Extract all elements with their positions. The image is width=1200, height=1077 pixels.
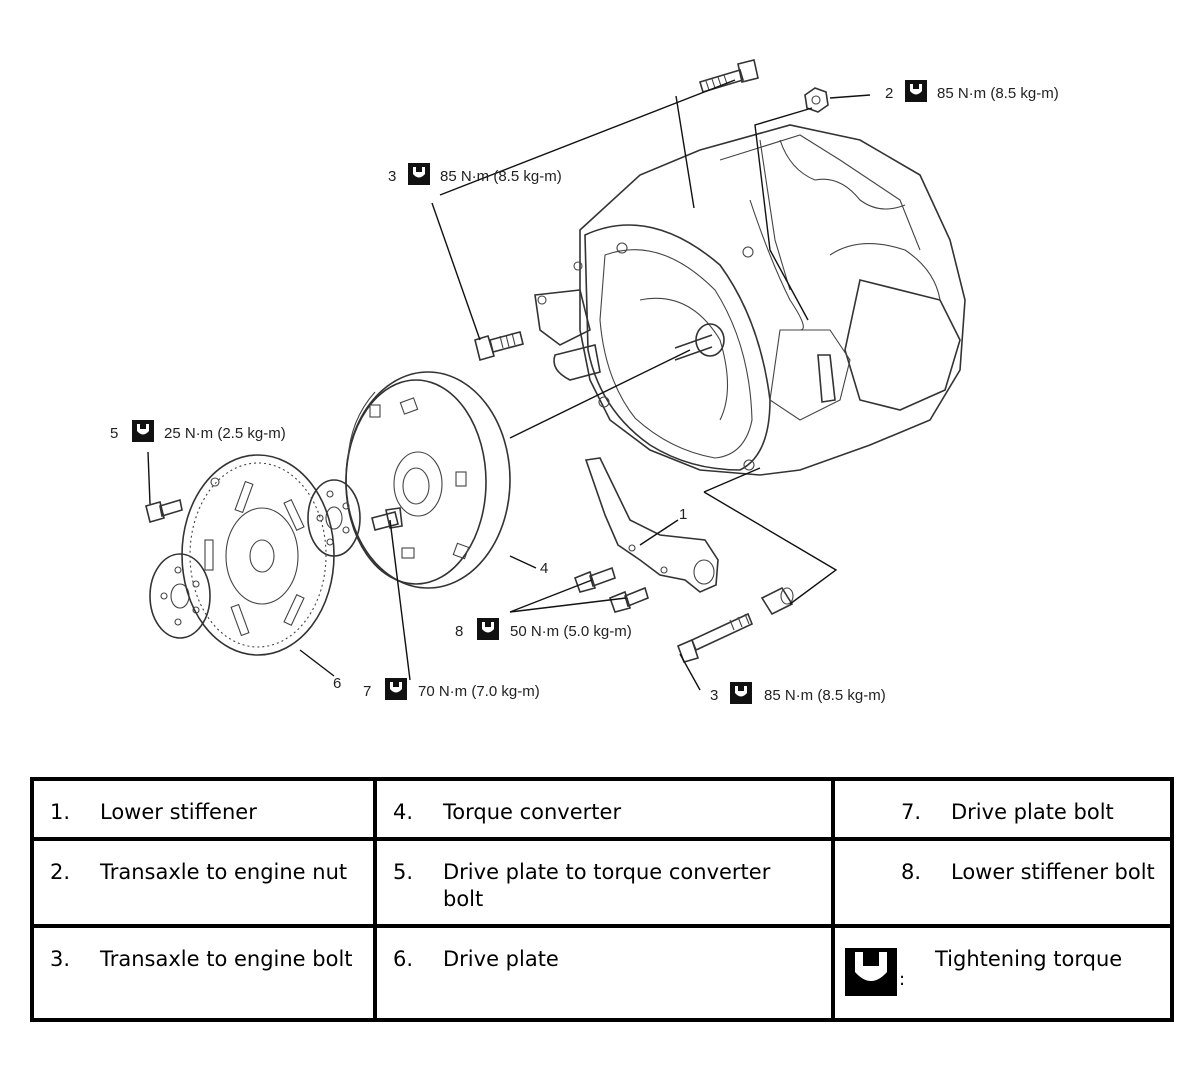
side-transaxle-bolt [474,331,524,361]
callout-number: 8 [455,623,463,640]
torque-wrench-icon [905,80,927,102]
part-number-1: 1 [679,506,687,523]
torque-converter [345,371,511,589]
torque-wrench-icon [408,163,430,185]
callout-3-upper: 3 85 N·m (8.5 kg-m) [388,163,562,185]
legend-cell: 7. Drive plate bolt [831,777,1174,841]
torque-wrench-icon [845,948,897,996]
callout-number: 3 [710,687,718,704]
legend-label: Transaxle to engine bolt [100,947,353,971]
torque-wrench-icon [385,678,407,700]
legend-label: Torque converter [443,800,622,824]
legend-number: 8. [901,860,922,884]
torque-value: 70 N·m (7.0 kg-m) [418,683,540,700]
drive-plate-bolt [371,507,403,531]
torque-wrench-icon [730,682,752,704]
lower-stiffener-bolts [573,566,649,613]
dowel-pin [760,586,794,616]
torque-wrench-icon [477,618,499,640]
legend-number: 5. [393,860,414,884]
torque-value: 25 N·m (2.5 kg-m) [164,425,286,442]
legend-cell: 4. Torque converter [373,777,835,841]
exploded-view-diagram: 2 85 N·m (8.5 kg-m) 3 85 N·m (8.5 kg-m) … [110,59,1059,704]
transaxle-nut [804,87,829,113]
callout-number: 2 [885,85,893,102]
legend-cell: 5. Drive plate to torque converter bolt [373,837,835,928]
callout-3-lower: 3 85 N·m (8.5 kg-m) [710,682,886,704]
legend-number: 6. [393,947,414,971]
callout-7: 7 70 N·m (7.0 kg-m) [363,678,540,700]
legend-number: 7. [901,800,922,824]
legend-cell: 2. Transaxle to engine nut [30,837,377,928]
legend-cell: 6. Drive plate [373,924,835,1022]
drive-plate [181,454,335,656]
part-number-4: 4 [540,560,548,577]
legend-cell: 8. Lower stiffener bolt [831,837,1174,928]
legend-colon: : [899,969,906,990]
legend-cell: : Tightening torque [831,924,1174,1022]
callout-number: 5 [110,425,118,442]
torque-value: 85 N·m (8.5 kg-m) [764,687,886,704]
callout-8: 8 50 N·m (5.0 kg-m) [455,618,632,640]
callout-2: 2 85 N·m (8.5 kg-m) [885,80,1059,102]
leader-lines [147,79,871,691]
legend-label: Drive plate [443,947,559,971]
callout-number: 3 [388,168,396,185]
torque-value: 50 N·m (5.0 kg-m) [510,623,632,640]
torque-value: 85 N·m (8.5 kg-m) [937,85,1059,102]
lower-stiffener [584,457,719,593]
legend-label: Lower stiffener bolt [951,860,1155,884]
legend-number: 3. [50,947,71,971]
part-number-6: 6 [333,675,341,692]
drive-plate-converter-bolt [145,498,183,523]
legend-table: 1. Lower stiffener 4. Torque converter 7. D… [30,777,1174,1022]
legend-label: Tightening torque [935,947,1123,971]
legend-row: 2. Transaxle to engine nut 5. Drive plate … [30,837,1174,928]
legend-row: 1. Lower stiffener 4. Torque converter 7. D… [30,777,1174,841]
legend-number: 4. [393,800,414,824]
callout-number: 7 [363,683,371,700]
legend-number: 1. [50,800,71,824]
legend-cell: 1. Lower stiffener [30,777,377,841]
legend-label: Drive plate to torque converter bolt [443,860,771,911]
lower-transaxle-bolt [676,612,754,663]
torque-value: 85 N·m (8.5 kg-m) [440,168,562,185]
transaxle-housing [534,124,966,476]
legend-label: Transaxle to engine nut [100,860,348,884]
legend-row: 3. Transaxle to engine bolt 6. Drive plate… [30,924,1174,1022]
torque-wrench-icon [132,420,154,442]
upper-transaxle-bolt [699,59,759,93]
callout-5: 5 25 N·m (2.5 kg-m) [110,420,286,442]
spacer-plate-left [149,553,211,639]
legend-number: 2. [50,860,71,884]
legend-label: Lower stiffener [100,800,257,824]
legend-cell: 3. Transaxle to engine bolt [30,924,377,1022]
legend-label: Drive plate bolt [951,800,1114,824]
